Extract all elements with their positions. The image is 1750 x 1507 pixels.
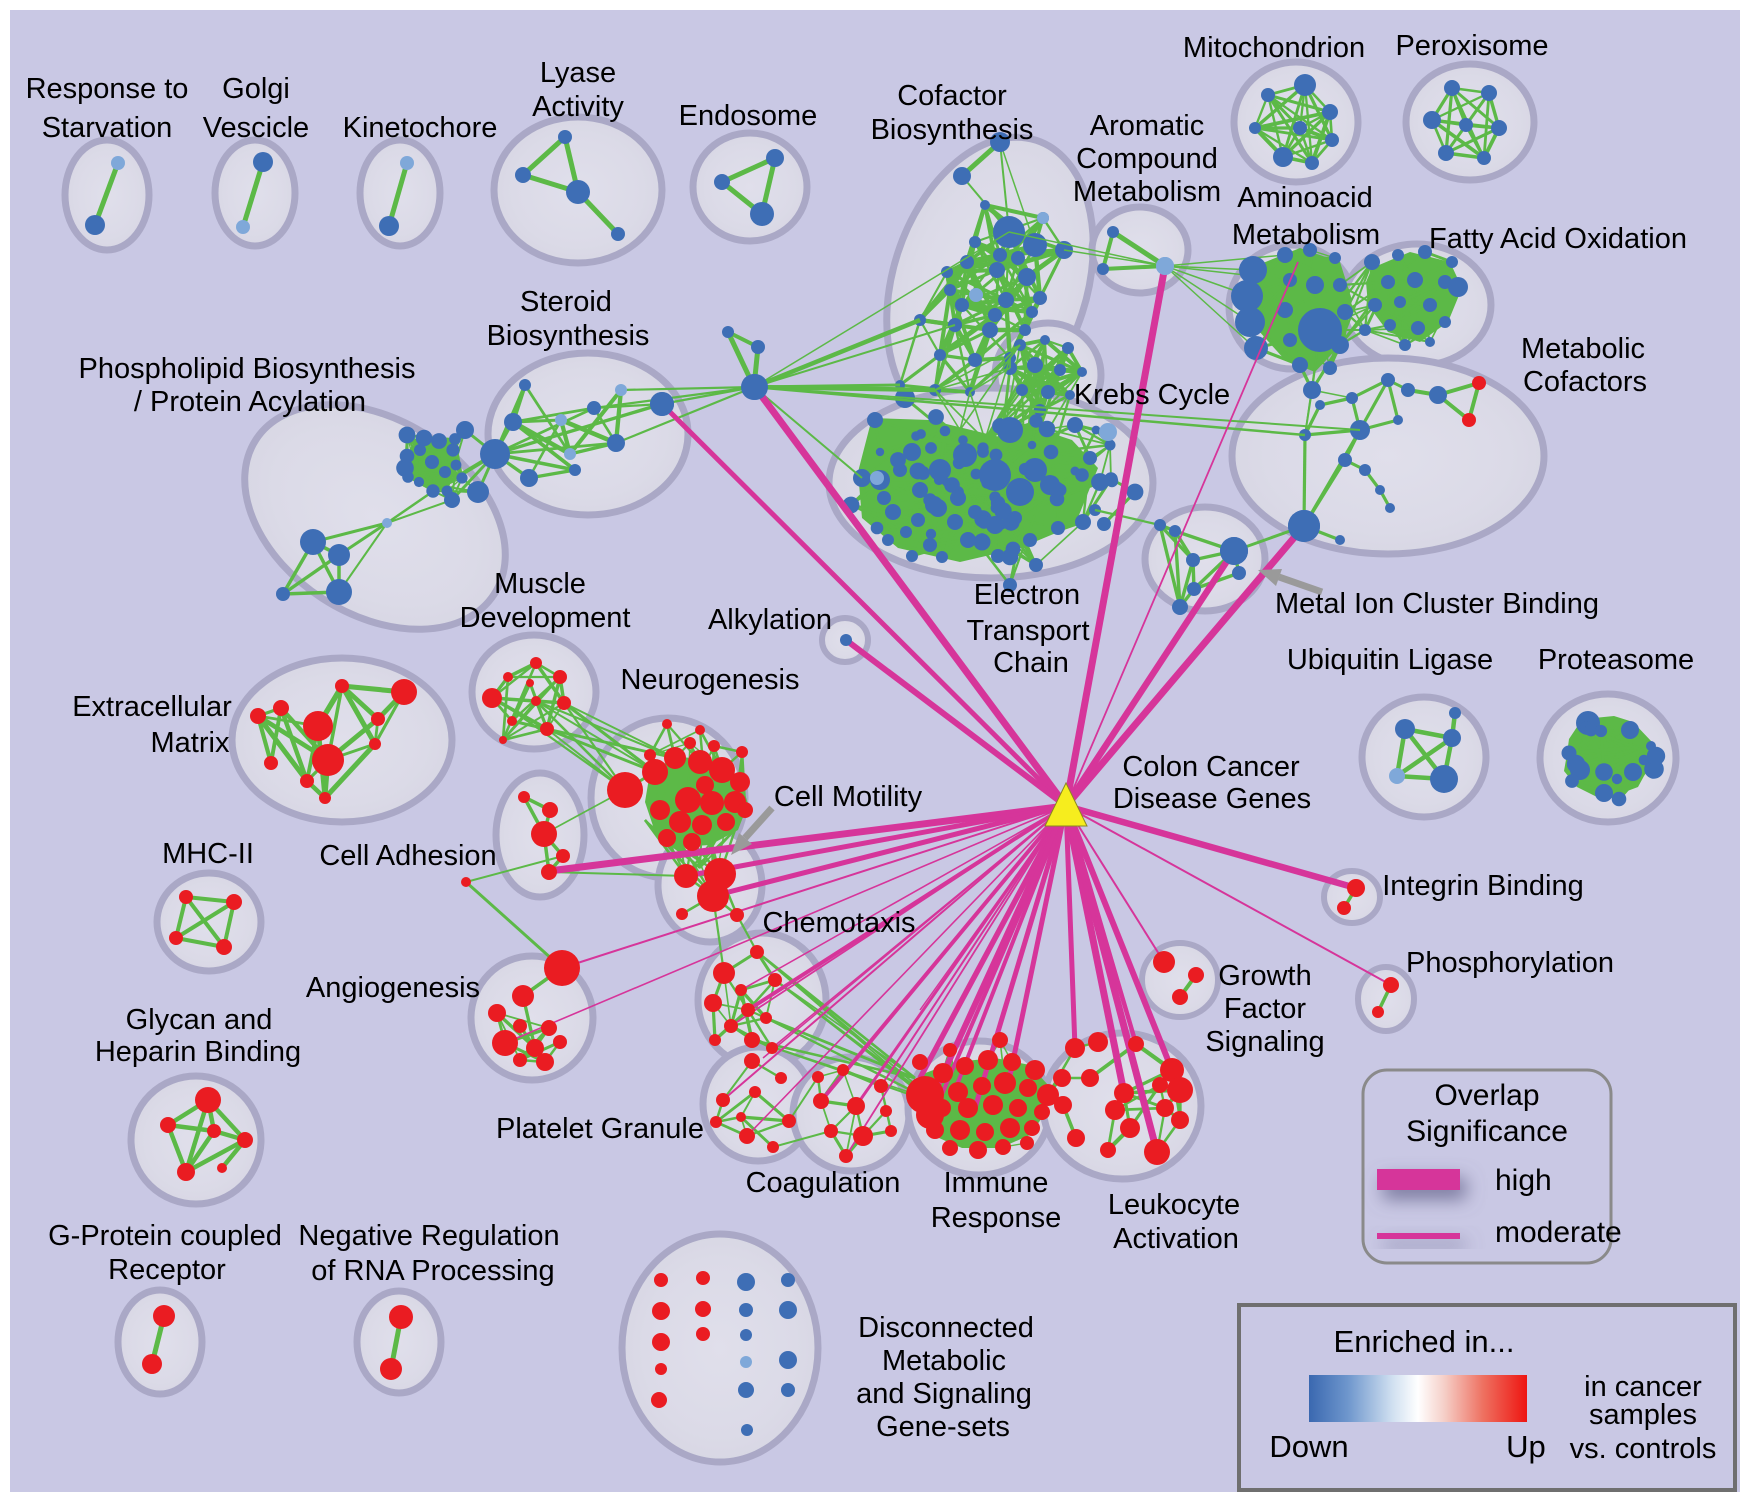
svg-text:Metal Ion Cluster Binding: Metal Ion Cluster Binding <box>1275 588 1599 620</box>
svg-text:Vescicle: Vescicle <box>203 112 309 144</box>
svg-text:Electron: Electron <box>974 579 1080 611</box>
svg-text:Leukocyte: Leukocyte <box>1108 1189 1240 1221</box>
svg-text:Development: Development <box>460 602 631 634</box>
svg-text:and Signaling: and Signaling <box>856 1378 1032 1410</box>
svg-text:Kinetochore: Kinetochore <box>343 112 498 144</box>
svg-text:Significance: Significance <box>1406 1115 1568 1148</box>
svg-text:Metabolism: Metabolism <box>1073 176 1221 208</box>
svg-text:Endosome: Endosome <box>679 100 818 132</box>
svg-text:Golgi: Golgi <box>222 73 290 105</box>
svg-text:Lyase: Lyase <box>540 57 616 89</box>
svg-text:Response: Response <box>931 1202 1062 1234</box>
svg-text:Transport: Transport <box>966 615 1089 647</box>
svg-text:Biosynthesis: Biosynthesis <box>871 114 1034 146</box>
svg-text:Proteasome: Proteasome <box>1538 644 1694 676</box>
svg-text:Receptor: Receptor <box>108 1254 226 1286</box>
svg-text:G-Protein coupled: G-Protein coupled <box>48 1220 282 1252</box>
svg-text:in cancer: in cancer <box>1584 1371 1702 1403</box>
svg-text:Signaling: Signaling <box>1205 1026 1324 1058</box>
svg-text:Gene-sets: Gene-sets <box>876 1411 1010 1443</box>
svg-text:Integrin Binding: Integrin Binding <box>1382 870 1584 902</box>
svg-text:Immune: Immune <box>944 1167 1049 1199</box>
svg-text:Coagulation: Coagulation <box>746 1167 901 1199</box>
svg-text:Fatty Acid Oxidation: Fatty Acid Oxidation <box>1429 223 1687 255</box>
svg-text:Up: Up <box>1506 1429 1546 1464</box>
svg-text:Angiogenesis: Angiogenesis <box>306 972 480 1004</box>
svg-text:samples: samples <box>1589 1399 1697 1431</box>
svg-text:Phosphorylation: Phosphorylation <box>1406 947 1614 979</box>
svg-text:Mitochondrion: Mitochondrion <box>1183 32 1365 64</box>
svg-text:Activation: Activation <box>1113 1223 1239 1255</box>
svg-text:Peroxisome: Peroxisome <box>1395 30 1548 62</box>
svg-text:Metabolic: Metabolic <box>882 1345 1006 1377</box>
svg-text:Aminoacid: Aminoacid <box>1237 182 1372 214</box>
svg-text:Heparin Binding: Heparin Binding <box>95 1036 301 1068</box>
svg-text:Aromatic: Aromatic <box>1090 110 1204 142</box>
svg-text:Phospholipid Biosynthesis: Phospholipid Biosynthesis <box>79 353 416 385</box>
svg-text:of RNA Processing: of RNA Processing <box>311 1255 554 1287</box>
svg-text:Ubiquitin Ligase: Ubiquitin Ligase <box>1287 644 1493 676</box>
svg-text:Platelet Granule: Platelet Granule <box>496 1113 704 1145</box>
svg-text:Disease Genes: Disease Genes <box>1113 783 1311 815</box>
svg-text:Chemotaxis: Chemotaxis <box>762 907 915 939</box>
svg-text:Cofactors: Cofactors <box>1523 366 1647 398</box>
svg-text:MHC-II: MHC-II <box>162 838 254 870</box>
svg-text:Matrix: Matrix <box>151 727 230 759</box>
svg-text:Biosynthesis: Biosynthesis <box>487 320 650 352</box>
svg-text:Disconnected: Disconnected <box>858 1312 1034 1344</box>
svg-text:Metabolic: Metabolic <box>1521 333 1645 365</box>
svg-text:vs. controls: vs. controls <box>1570 1433 1717 1465</box>
svg-text:Factor: Factor <box>1224 993 1307 1025</box>
svg-text:Neurogenesis: Neurogenesis <box>621 664 800 696</box>
svg-text:Steroid: Steroid <box>520 286 612 318</box>
svg-text:Overlap: Overlap <box>1434 1079 1539 1112</box>
svg-text:Cell Adhesion: Cell Adhesion <box>319 840 496 872</box>
svg-text:Colon Cancer: Colon Cancer <box>1122 751 1300 783</box>
svg-text:Compound: Compound <box>1076 143 1218 175</box>
svg-text:Growth: Growth <box>1218 960 1311 992</box>
svg-text:Starvation: Starvation <box>42 112 173 144</box>
svg-text:Enriched in...: Enriched in... <box>1334 1324 1515 1359</box>
svg-text:Metabolism: Metabolism <box>1232 219 1380 251</box>
svg-text:Response to: Response to <box>26 73 189 105</box>
svg-text:Cell Motility: Cell Motility <box>774 781 923 813</box>
svg-text:moderate: moderate <box>1495 1216 1622 1249</box>
svg-text:Cofactor: Cofactor <box>897 80 1007 112</box>
svg-text:/ Protein Acylation: / Protein Acylation <box>134 386 366 418</box>
svg-text:Down: Down <box>1269 1429 1348 1464</box>
svg-text:Krebs Cycle: Krebs Cycle <box>1074 379 1230 411</box>
svg-text:Muscle: Muscle <box>494 568 586 600</box>
svg-text:Activity: Activity <box>532 91 624 123</box>
svg-text:high: high <box>1495 1164 1552 1197</box>
svg-text:Glycan and: Glycan and <box>126 1004 273 1036</box>
svg-text:Chain: Chain <box>993 647 1069 679</box>
svg-text:Extracellular: Extracellular <box>72 691 232 723</box>
svg-text:Negative Regulation: Negative Regulation <box>298 1220 559 1252</box>
svg-text:Alkylation: Alkylation <box>708 604 832 636</box>
